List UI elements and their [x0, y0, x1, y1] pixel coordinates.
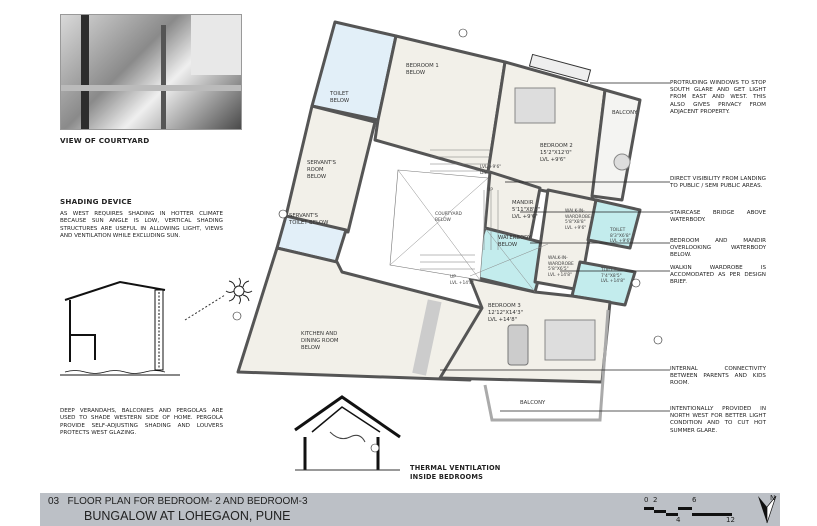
annotation-windows: PROTRUDING WINDOWS TO STOP SOUTH GLARE A…: [670, 80, 766, 115]
staircase: [420, 149, 499, 270]
north-arrow-icon: [758, 495, 777, 524]
sun-icon: [225, 277, 253, 305]
room-toilet2: [570, 260, 637, 307]
shading-sketch: [60, 280, 226, 376]
shading-heading: SHADING DEVICE: [60, 197, 132, 206]
courtyard-photo: [60, 14, 242, 130]
label-balcony-upper: BALCONY: [612, 110, 638, 116]
north-label: N: [770, 494, 776, 502]
label-stair-up: UP: [487, 188, 493, 193]
annotation-bridge: STAIRCASE BRIDGE ABOVE WATERBODY.: [670, 210, 766, 224]
balcony-lower: [483, 309, 610, 422]
room-balcony-upper: [590, 88, 642, 202]
thermal-ventilation-sketch: [294, 395, 401, 471]
veranda-text: DEEP VERANDAHS, BALCONIES AND PERGOLAS A…: [60, 408, 223, 436]
section-markers: [232, 28, 663, 453]
project-name: BUNGALOW AT LOHEGAON, PUNE: [84, 509, 291, 523]
sheet-title: 03 FLOOR PLAN FOR BEDROOM- 2 AND BEDROOM…: [48, 496, 308, 507]
scale-bar: 0 2 6 4 12: [644, 496, 735, 524]
annotation-wardrobe: WALKIN WARDROBE IS ACCOMODATED AS PER DE…: [670, 265, 766, 286]
room-bedroom1-below: [373, 34, 507, 174]
title-bar: [40, 493, 780, 526]
leader-lines: [440, 82, 670, 412]
annotation-balcony: INTENTIONALLY PROVIDED IN NORTH WEST FOR…: [670, 406, 766, 434]
label-balcony-lower: BALCONY: [520, 400, 546, 406]
thermal-caption-1: THERMAL VENTILATION: [410, 464, 501, 472]
annotation-connectivity: INTERNAL CONNECTIVITY BETWEEN PARENTS AN…: [670, 366, 766, 387]
annotation-visibility: DIRECT VISIBILITY FROM LANDING TO PUBLIC…: [670, 176, 766, 190]
annotation-mandir: BEDROOM AND MANDIR OVERLOOKING WATERBODY…: [670, 238, 766, 259]
room-servant: [284, 104, 377, 234]
shading-text: AS WEST REQUIRES SHADING IN HOTTER CLIMA…: [60, 211, 223, 239]
label-stair-dn: LVL +9'6"DN: [480, 165, 502, 176]
thermal-caption-2: INSIDE BEDROOMS: [410, 473, 484, 481]
floor-plan: [232, 20, 670, 453]
photo-caption: VIEW OF COURTYARD: [60, 136, 150, 145]
